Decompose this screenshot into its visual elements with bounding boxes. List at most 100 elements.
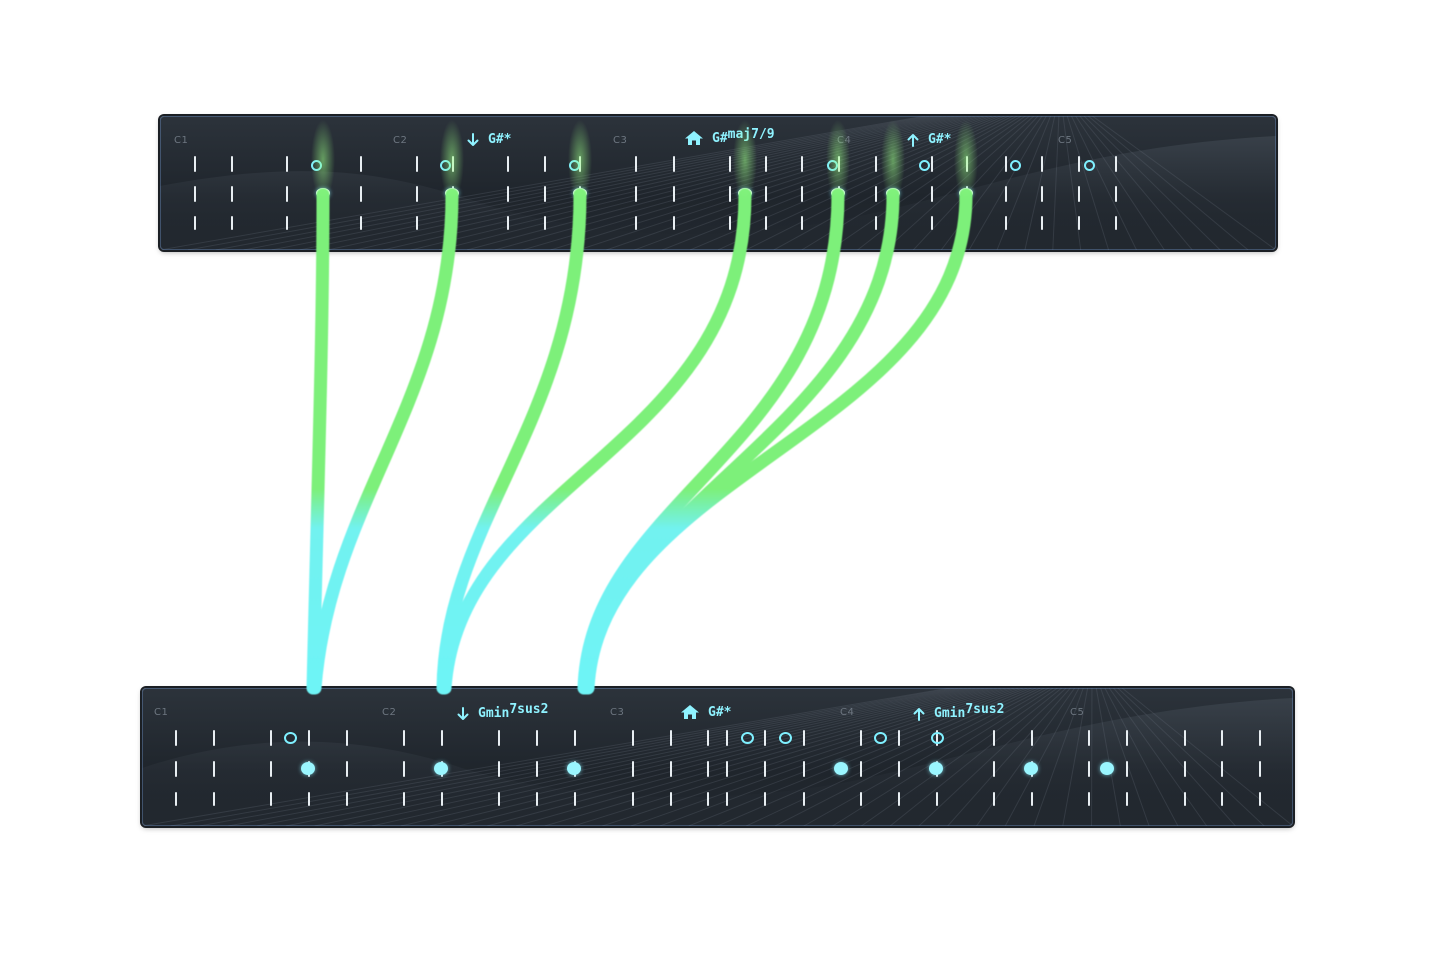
note-slot [441,792,443,806]
grid-line [1100,688,1150,826]
note-ring [1084,160,1095,171]
note-slot [838,156,840,172]
note-slot [452,216,454,230]
chord-up[interactable]: Gmin7sus2 [912,702,1004,721]
note-slot [286,156,288,172]
chord-down[interactable]: Gmin7sus2 [456,702,548,721]
chord-home[interactable]: G#* [680,704,731,720]
note-slot [1259,761,1261,777]
note-slot [1126,761,1128,777]
note-slot [707,792,709,806]
grid-line [170,688,954,826]
grid-line [1079,116,1193,250]
note-slot [670,761,672,777]
grid-line [1083,116,1221,250]
octave-label-c4: C4 [840,707,855,718]
note-ring [919,160,930,171]
note-slot [1078,216,1080,230]
note-slot [270,792,272,806]
note-slot [194,156,196,172]
note-slot [673,156,675,172]
chord-down[interactable]: G#* [466,132,511,147]
note-slot [803,792,805,806]
grid-line [1108,688,1208,826]
note-ring [311,160,322,171]
grid-line [1095,688,1121,826]
note-slot [801,156,803,172]
note-slot [993,792,995,806]
note-slot [194,186,196,202]
grid-line [243,116,938,250]
chord-up[interactable]: G#* [906,132,951,147]
note-slot [764,761,766,777]
note-slot [729,156,731,172]
note-slot [1078,156,1080,172]
note-slot [803,730,805,746]
note-slot [966,156,968,172]
note-slot [635,156,637,172]
note-anchor [959,188,973,198]
chord-name: Gmin [478,706,510,721]
note-slot [1221,761,1223,777]
octave-label-c3: C3 [610,707,625,718]
note-slot [1088,761,1090,777]
note-ring [741,732,754,744]
grid-line [1121,688,1293,826]
note-slot [670,792,672,806]
note-slot [507,216,509,230]
note-slot [1126,792,1128,806]
grid-line [773,116,1018,250]
note-slot [1115,156,1117,172]
note-slot [632,761,634,777]
chord-name: Gmin [934,706,966,721]
note-slot [801,186,803,202]
note-ring [440,160,451,171]
grid-line [187,116,930,250]
note-slot [231,186,233,202]
note-slot [360,156,362,172]
note-slot [1005,216,1007,230]
bottom-keyboard-panel: C1 C2 C3 C4 C5 Gmin7sus2 G#* Gmin7sus2 [142,688,1293,826]
note-slot [635,216,637,230]
note-slot [231,216,233,230]
note-slot [635,186,637,202]
note-slot [403,792,405,806]
note-slot [175,730,177,746]
note-dot [301,762,315,775]
voice-wire [438,188,752,695]
note-slot [308,730,310,746]
note-slot [213,792,215,806]
octave-label-c1: C1 [154,707,169,718]
home-icon [681,705,699,719]
grid-line [1113,688,1236,826]
note-slot [507,156,509,172]
note-slot [801,216,803,230]
note-slot [1221,730,1223,746]
note-slot [1041,216,1043,230]
note-slot [231,156,233,172]
note-slot [1088,730,1090,746]
note-slot [726,761,728,777]
grid-line [1087,116,1249,250]
chord-home[interactable]: G#maj7/9 [684,127,775,146]
note-slot [931,156,933,172]
chord-name: G#* [488,132,512,147]
grid-line [343,688,980,826]
note-slot [729,186,731,202]
note-slot [574,792,576,806]
octave-label-c5: C5 [1058,135,1073,146]
note-slot [536,792,538,806]
octave-label-c4: C4 [837,135,852,146]
note-slot [574,730,576,746]
note-slot [213,730,215,746]
note-slot [632,792,634,806]
chord-extension: 7sus2 [509,702,549,717]
note-ring [569,160,580,171]
note-slot [270,761,272,777]
note-slot [452,156,454,172]
note-ring [1010,160,1021,171]
note-slot [670,730,672,746]
note-slot [765,216,767,230]
note-slot [898,730,900,746]
note-slot [931,216,933,230]
